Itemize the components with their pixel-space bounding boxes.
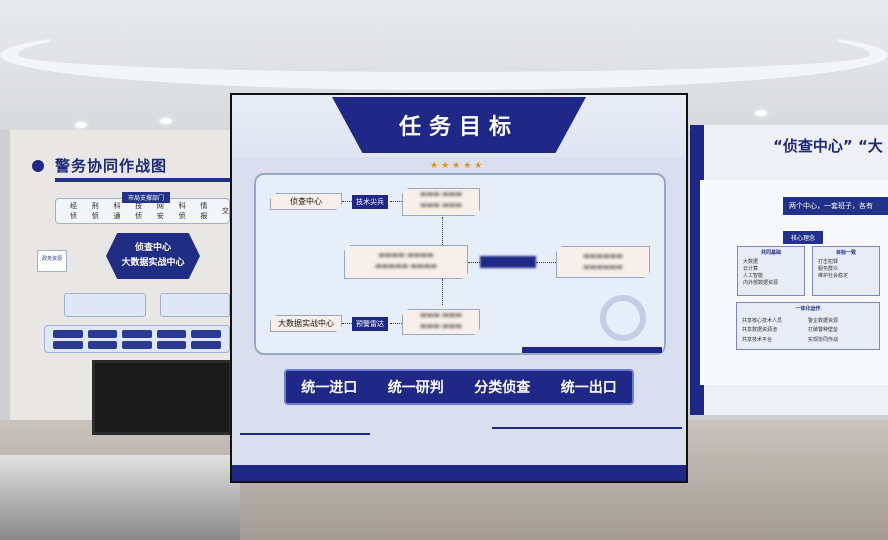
- info-box: 一体化运作 共享核心技术人员 警企数据资源 共享数据资源池 打破警种壁垒 共享技…: [736, 302, 880, 350]
- box-item: 共享核心技术人员: [742, 317, 783, 324]
- connector: [442, 217, 443, 245]
- unit-pill: [87, 341, 118, 349]
- blurred-box: ▬▬▬▬ ▬▬▬▬▬▬▬▬▬ ▬▬▬▬: [344, 245, 468, 279]
- dept: 科通: [113, 202, 121, 220]
- box-title: 目标一致: [835, 250, 856, 256]
- box-item: 实现协同作战: [808, 336, 839, 343]
- screen-title: 任务目标: [398, 115, 519, 140]
- title-plate: [332, 97, 586, 153]
- ceiling-light: [160, 118, 172, 124]
- principle: 统一研判: [387, 380, 444, 396]
- box-item: 人工智能: [743, 273, 764, 279]
- hex-line: 侦查中心: [134, 243, 171, 253]
- blurred-box: ▬▬▬▬▬▬▬▬▬▬▬▬: [556, 246, 650, 278]
- monitor: [92, 360, 232, 435]
- unit-pill: [191, 341, 221, 349]
- dept: 刑侦: [91, 202, 99, 220]
- box-item: 大数据: [743, 259, 759, 265]
- title-underline: [55, 178, 230, 182]
- tag-warning: 预警雷达: [352, 317, 388, 331]
- deco-line: [492, 427, 682, 429]
- logo-dot-icon: [32, 160, 44, 172]
- hex-line: 大数据实战中心: [121, 258, 185, 268]
- unit-pill: [122, 341, 152, 349]
- connector: [442, 279, 443, 305]
- sub-panel: [64, 293, 146, 317]
- sub-panel: [160, 293, 230, 317]
- stars-icon: ★★★★★: [430, 161, 486, 171]
- display-screen: 任务目标 ★★★★★ 侦查中心 技术尖兵 ▬▬▬ ▬▬▬▬▬▬ ▬▬▬ ▬▬▬▬…: [230, 93, 688, 483]
- right-wall-banner: 两个中心，一套班子，各有: [783, 197, 888, 215]
- box-item: 警企数据资源: [808, 317, 839, 324]
- left-wall-title: 警务协同作战图: [55, 157, 168, 175]
- ceiling-ring: [0, 20, 888, 90]
- info-box: 目标一致 打击犯罪 服务群众 维护社会稳定: [812, 246, 880, 296]
- dept-header: 市局支撑部门: [122, 192, 171, 203]
- unit-pill: [156, 330, 187, 338]
- unit-pill: [53, 341, 83, 349]
- center-hexagon: 侦查中心 大数据实战中心: [106, 233, 200, 279]
- unit-pill: [53, 330, 83, 338]
- node-big-data-center: 大数据实战中心: [270, 315, 342, 332]
- tag-tech: 技术尖兵: [352, 195, 388, 209]
- desk: [0, 455, 240, 540]
- connector: [342, 201, 352, 202]
- dept: 科侦: [178, 202, 186, 220]
- blurred-text: ▬▬▬ ▬▬▬▬▬▬ ▬▬▬: [420, 311, 462, 330]
- unit-pill: [156, 341, 187, 349]
- connector: [390, 201, 402, 202]
- blurred-text: ▬▬▬▬▬▬▬▬▬▬▬▬: [583, 252, 623, 271]
- dept: 经侦: [70, 202, 77, 220]
- unit-pill: [87, 330, 118, 338]
- principles-bar: 统一进口 统一研判 分类侦查 统一出口: [284, 369, 634, 405]
- dept: 交: [222, 207, 230, 215]
- screen-footer: [232, 465, 686, 481]
- deco-line: [240, 433, 370, 435]
- blurred-box: ▬▬▬ ▬▬▬▬▬▬ ▬▬▬: [402, 188, 480, 216]
- principle: 统一出口: [560, 380, 617, 396]
- box-item: 共享技术平台: [742, 336, 773, 343]
- unit-pill: [122, 330, 152, 338]
- ceiling-light: [755, 110, 767, 116]
- frame-accent: [522, 347, 662, 353]
- ceiling-light: [75, 122, 87, 128]
- principle: 统一进口: [301, 380, 358, 396]
- blurred-tag: [480, 256, 536, 268]
- box-item: 维护社会稳定: [818, 273, 849, 279]
- emblem-icon: [600, 295, 646, 341]
- unit-pill: [191, 330, 221, 338]
- box-title: 一体化运作: [795, 306, 821, 312]
- connector: [342, 323, 352, 324]
- connector: [536, 262, 556, 263]
- node-investigation-center: 侦查中心: [270, 193, 342, 210]
- core-label: 核心理念: [783, 231, 824, 244]
- dept: 网安: [156, 202, 164, 220]
- box-item: 服务群众: [818, 266, 839, 272]
- blurred-box: ▬▬▬ ▬▬▬▬▬▬ ▬▬▬: [402, 309, 480, 335]
- unit-panel: [44, 325, 230, 353]
- info-box: 共同基础 大数据 云计算 人工智能 内外部数据资源: [737, 246, 805, 296]
- blurred-text: ▬▬▬▬ ▬▬▬▬▬▬▬▬▬ ▬▬▬▬: [375, 251, 437, 270]
- box-item: 打击犯罪: [818, 259, 839, 265]
- box-title: 共同基础: [760, 250, 781, 256]
- connector: [468, 262, 480, 263]
- connector: [390, 323, 402, 324]
- dept: 技侦: [135, 202, 143, 220]
- right-wall-title: “侦查中心” “大: [773, 137, 883, 155]
- box-item: 内外部数据资源: [743, 280, 779, 286]
- dept: 情报: [200, 202, 208, 220]
- box-item: 共享数据资源池: [742, 327, 778, 333]
- box-item: 云计算: [743, 266, 759, 272]
- box-item: 打破警种壁垒: [808, 327, 839, 333]
- principle: 分类侦查: [474, 380, 531, 396]
- side-label: 政务资源: [37, 250, 67, 272]
- blurred-text: ▬▬▬ ▬▬▬▬▬▬ ▬▬▬: [420, 190, 462, 209]
